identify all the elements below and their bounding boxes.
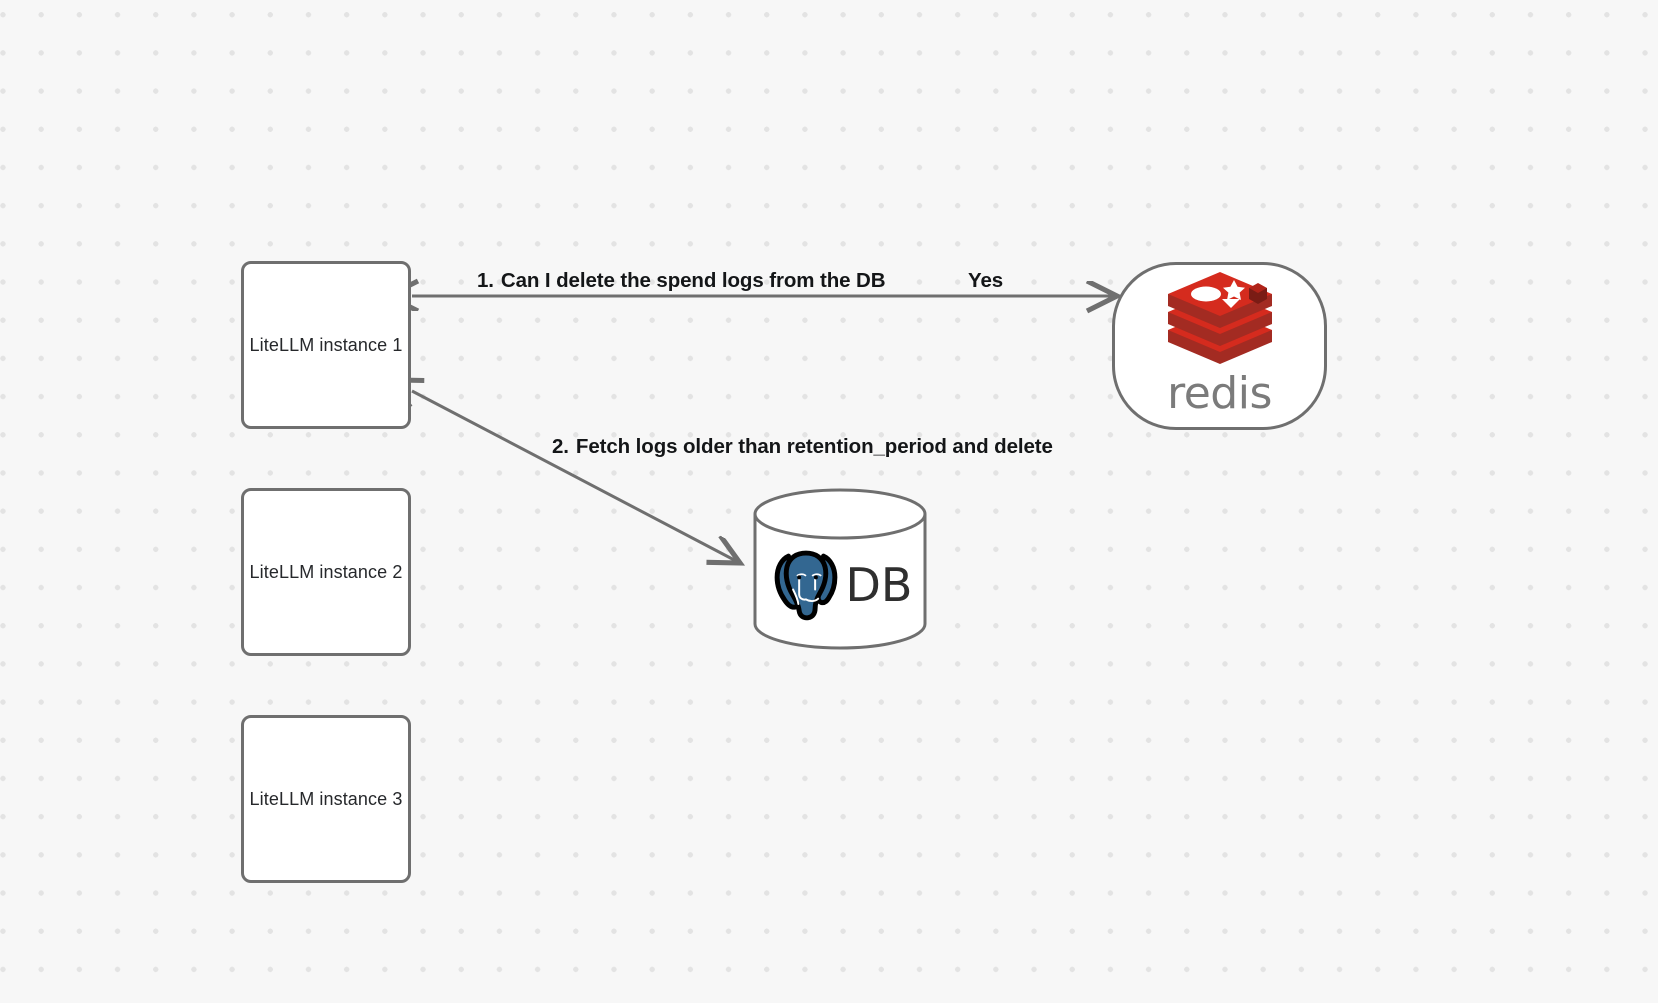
edge-1-reply-label: Yes bbox=[968, 269, 1004, 292]
node-litellm-instance-2-label: LiteLLM instance 2 bbox=[249, 561, 403, 582]
edge-2-number: 2. bbox=[552, 435, 569, 458]
db-label: DB bbox=[845, 558, 913, 612]
node-redis[interactable]: redis bbox=[1112, 262, 1327, 430]
edge-2-text: Fetch logs older than retention_period a… bbox=[575, 435, 1053, 458]
edge-1-text: Can I delete the spend logs from the DB bbox=[500, 269, 886, 292]
node-litellm-instance-3[interactable]: LiteLLM instance 3 bbox=[241, 715, 411, 883]
edge-1-label: 1. Can I delete the spend logs from the D… bbox=[477, 269, 886, 293]
node-litellm-instance-3-label: LiteLLM instance 3 bbox=[249, 788, 403, 809]
node-db[interactable]: DB bbox=[752, 488, 928, 650]
postgresql-elephant-icon bbox=[774, 550, 837, 621]
node-litellm-instance-2[interactable]: LiteLLM instance 2 bbox=[241, 488, 411, 656]
edge-1-number: 1. bbox=[477, 269, 494, 292]
redis-wordmark: redis bbox=[1167, 368, 1272, 419]
redis-stack-icon bbox=[1167, 272, 1272, 364]
edge-2-label: 2. Fetch logs older than retention_period… bbox=[552, 435, 1053, 459]
node-litellm-instance-1-label: LiteLLM instance 1 bbox=[249, 334, 403, 355]
db-logo-row: DB bbox=[752, 504, 928, 666]
redis-logo: redis bbox=[1164, 272, 1276, 416]
node-litellm-instance-1[interactable]: LiteLLM instance 1 bbox=[241, 261, 411, 429]
edge-litellm1-db bbox=[412, 391, 740, 563]
